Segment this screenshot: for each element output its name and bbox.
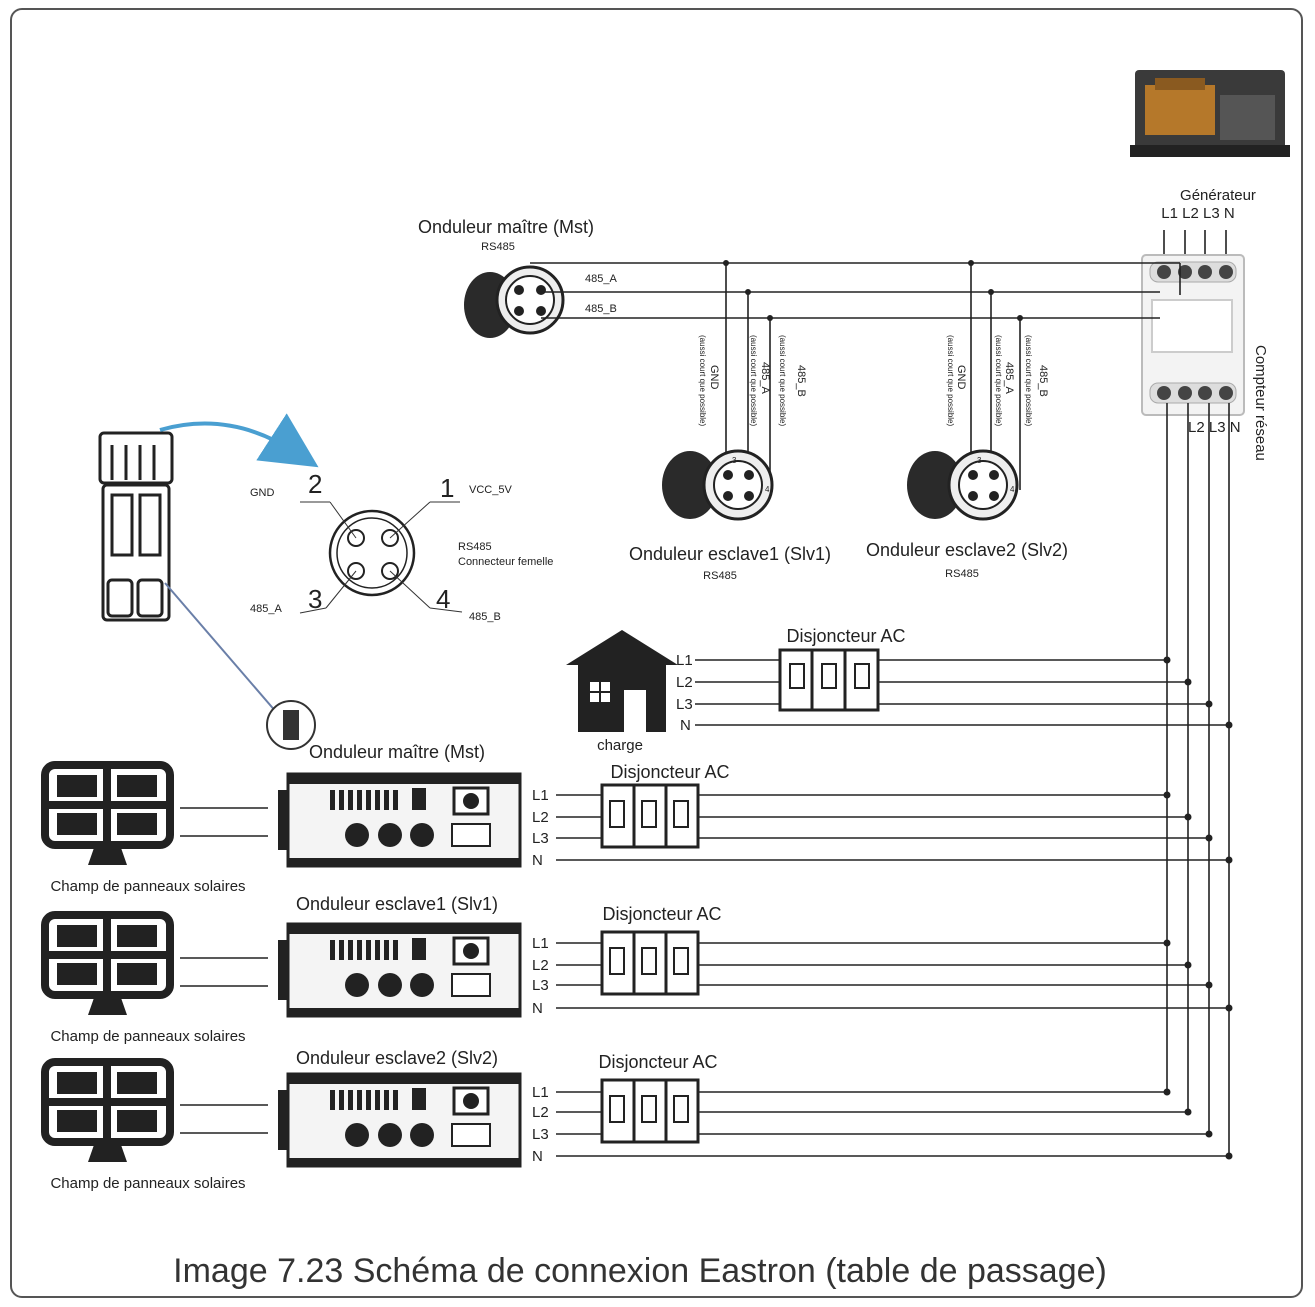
- inverter-unit: [278, 772, 522, 868]
- ac-line-label: L1: [532, 1084, 549, 1101]
- ac-line-label: L1: [532, 787, 549, 804]
- slave1-rs485-connector: [662, 449, 774, 521]
- pin4-label: 485_B: [469, 611, 501, 623]
- house-icon: [566, 630, 678, 732]
- s2-pin3: 3: [977, 456, 982, 465]
- solar-panel-icon: [41, 761, 174, 865]
- slave2-rs485-connector: [907, 449, 1019, 521]
- master-connector-sub: RS485: [481, 241, 515, 253]
- ac-line-label: L2: [532, 957, 549, 974]
- pin2-label: GND: [250, 487, 275, 499]
- s1-note-gnd: (aussi court que possible): [698, 335, 707, 426]
- s1-label-b: 485_B: [795, 365, 807, 397]
- inverter-row-2: Onduleur esclave2 (Slv2) Champ de panneau…: [41, 1048, 1233, 1192]
- figure-caption: Image 7.23 Schéma de connexion Eastron (…: [173, 1252, 1107, 1290]
- s1-label-gnd: GND: [708, 365, 720, 390]
- pin4-number: 4: [436, 584, 450, 614]
- solar-panel-icon: [41, 1058, 174, 1162]
- slave2-connector-title: Onduleur esclave2 (Slv2): [866, 540, 1068, 560]
- master-wire-a: 485_A: [585, 273, 617, 285]
- inverter-title: Onduleur esclave1 (Slv1): [296, 894, 498, 914]
- leader-line: [164, 582, 284, 721]
- inverter-unit: [278, 922, 522, 1018]
- s2-label-gnd: GND: [955, 365, 967, 390]
- master-rs485-connector: [464, 265, 565, 338]
- s1-note-a: (aussi court que possible): [749, 335, 758, 426]
- ac-breaker: [600, 930, 700, 996]
- ac-line-label: L3: [532, 830, 549, 847]
- inverter-row-1: Onduleur esclave1 (Slv1) Champ de panneau…: [41, 894, 1233, 1045]
- ac-line-label: L2: [532, 1104, 549, 1121]
- pin3-number: 3: [308, 584, 322, 614]
- s2-label-b: 485_B: [1037, 365, 1049, 397]
- breaker-label: Disjoncteur AC: [602, 904, 721, 924]
- ac-breaker: [600, 1078, 700, 1144]
- inverter-row-0: Onduleur maître (Mst) Champ de panneaux s…: [41, 742, 1233, 895]
- breaker-label: Disjoncteur AC: [598, 1052, 717, 1072]
- meter-title: Compteur réseau: [1252, 345, 1269, 461]
- solar-panel-icon: [41, 911, 174, 1015]
- ac-line-label: N: [532, 1148, 543, 1165]
- slave1-connector-sub: RS485: [703, 570, 737, 582]
- slave2-connector-sub: RS485: [945, 568, 979, 580]
- ac-line-label: L3: [532, 977, 549, 994]
- generator-lines: L1 L2 L3 N: [1161, 205, 1234, 222]
- generator-icon: [1130, 70, 1290, 157]
- slave1-connector-title: Onduleur esclave1 (Slv1): [629, 544, 831, 564]
- load-line-n: N: [680, 717, 691, 734]
- ac-line-label: L2: [532, 809, 549, 826]
- pinout-title: RS485: [458, 541, 492, 553]
- ac-breaker: [600, 783, 700, 849]
- s2-note-gnd: (aussi court que possible): [946, 335, 955, 426]
- pin3-label: 485_A: [250, 603, 282, 615]
- s2-note-a: (aussi court que possible): [994, 335, 1003, 426]
- inverter-title: Onduleur maître (Mst): [309, 742, 485, 762]
- load-breaker: [778, 648, 880, 712]
- panels-label: Champ de panneaux solaires: [50, 1028, 245, 1045]
- inverter-title: Onduleur esclave2 (Slv2): [296, 1048, 498, 1068]
- load-line-l1: L1: [676, 652, 693, 669]
- load-line-l3: L3: [676, 696, 693, 713]
- panels-label: Champ de panneaux solaires: [50, 1175, 245, 1192]
- pin1-number: 1: [440, 473, 454, 503]
- inverter-port-callout: [266, 700, 316, 750]
- ac-line-label: N: [532, 1000, 543, 1017]
- pointer-arrow: [159, 413, 319, 468]
- pin1-label: VCC_5V: [469, 484, 512, 496]
- ac-line-label: L3: [532, 1126, 549, 1143]
- master-connector-title: Onduleur maître (Mst): [418, 217, 594, 237]
- s1-pin3: 3: [732, 456, 737, 465]
- s2-pin4: 4: [1010, 485, 1015, 494]
- s2-label-a: 485_A: [1003, 362, 1015, 394]
- s1-label-a: 485_A: [759, 362, 771, 394]
- female-connector-pinout: [299, 501, 463, 614]
- s2-note-b: (aussi court que possible): [1024, 335, 1033, 426]
- inverter-rows: Onduleur maître (Mst) Champ de panneaux s…: [41, 742, 1233, 1192]
- s1-pin4: 4: [765, 485, 770, 494]
- load-breaker-label: Disjoncteur AC: [786, 626, 905, 646]
- ac-line-label: L1: [532, 935, 549, 952]
- s1-note-b: (aussi court que possible): [778, 335, 787, 426]
- master-wire-b: 485_B: [585, 303, 617, 315]
- inverter-unit: [278, 1072, 522, 1168]
- generator-title: Générateur: [1180, 187, 1256, 204]
- pinout-subtitle: Connecteur femelle: [458, 556, 553, 568]
- panels-label: Champ de panneaux solaires: [50, 878, 245, 895]
- pin2-number: 2: [308, 469, 322, 499]
- breaker-label: Disjoncteur AC: [610, 762, 729, 782]
- ac-line-label: N: [532, 852, 543, 869]
- grid-meter: [1141, 254, 1245, 416]
- load-label: charge: [597, 737, 643, 754]
- diagram-frame: [10, 8, 1303, 1298]
- load-line-l2: L2: [676, 674, 693, 691]
- meter-bottom-lines: L2 L3 N: [1188, 419, 1241, 436]
- rs485-plug-icon: [98, 431, 174, 622]
